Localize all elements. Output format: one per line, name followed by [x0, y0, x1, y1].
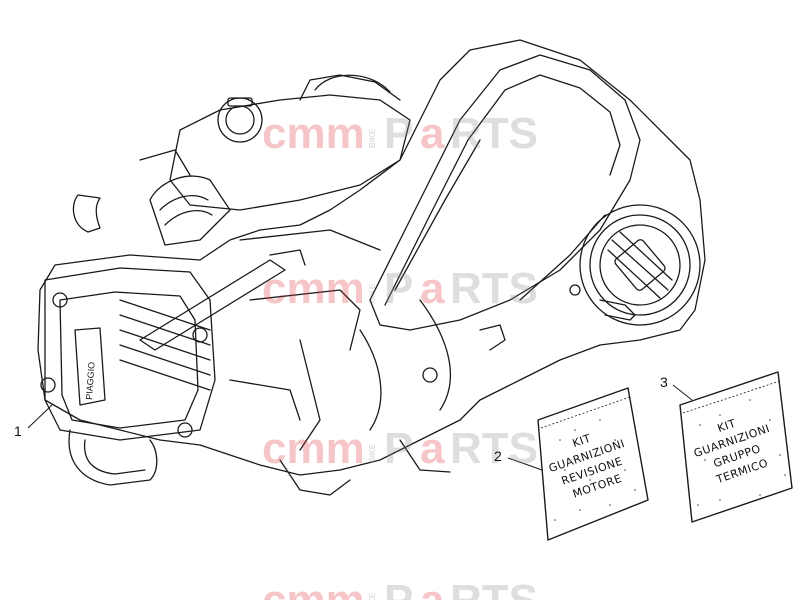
watermark-middle-p: P	[384, 264, 413, 313]
callout-2: 2	[494, 448, 502, 464]
watermark-middle-a: a	[420, 264, 445, 313]
watermark-top-p: P	[384, 109, 413, 158]
watermark-middle: cmm BIKE P a RTS	[262, 264, 538, 313]
kit-gruppo-termico-bag: KIT GUARNIZIONI GRUPPO TERMICO	[679, 371, 793, 523]
watermark-lower-left: cmm	[262, 424, 365, 473]
kit-gruppo-line-1: KIT	[716, 417, 738, 435]
watermark-bottom-mid: BIKE	[368, 592, 377, 600]
watermark-top-a: a	[420, 109, 445, 158]
watermark-middle-rts: RTS	[450, 264, 538, 313]
watermark-bottom: cmm BIKE P a RTS	[262, 576, 538, 600]
speckle-texture	[554, 419, 636, 521]
leader-line-3	[672, 384, 693, 401]
watermark-bottom-a: a	[420, 576, 445, 600]
watermark-top-left: cmm	[262, 109, 365, 158]
watermark-bottom-p: P	[384, 576, 413, 600]
watermark-lower-mid: BIKE	[368, 443, 377, 463]
leader-lines	[27, 384, 693, 471]
watermark-middle-left: cmm	[262, 264, 365, 313]
watermark-top-rts: RTS	[450, 109, 538, 158]
watermark-lower-rts: RTS	[450, 424, 538, 473]
watermark-bottom-left: cmm	[262, 576, 365, 600]
watermark-bottom-rts: RTS	[450, 576, 538, 600]
watermark-middle-mid: BIKE	[368, 283, 377, 303]
leader-line-2	[507, 457, 543, 471]
watermark-lower-p: P	[384, 424, 413, 473]
leader-line-1	[27, 404, 53, 429]
watermark-lower: cmm BIKE P a RTS	[262, 424, 538, 473]
engine-assembly	[37, 39, 706, 496]
engine-badge: PIAGGIO	[84, 362, 97, 401]
kit-revisione-motore-bag: KIT GUARNIZIONI REVISIONE MOTORE	[537, 387, 649, 541]
callout-1: 1	[14, 423, 22, 439]
callout-3: 3	[660, 374, 668, 390]
watermark-lower-a: a	[420, 424, 445, 473]
watermark-top-mid: BIKE	[368, 128, 377, 148]
kit-revisione-line-1: KIT	[571, 432, 593, 450]
watermark-top: cmm BIKE P a RTS	[262, 109, 538, 158]
speckle-texture	[697, 399, 786, 506]
